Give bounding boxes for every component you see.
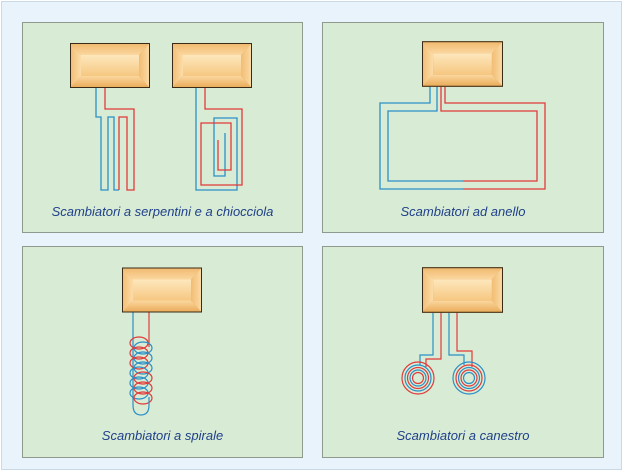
basket-pipe-2 xyxy=(425,307,442,367)
basket-diagram xyxy=(401,267,503,395)
serpentine-exchanger xyxy=(95,83,135,191)
ring-inner-blue xyxy=(387,83,463,182)
caption-serpentini: Scambiatori a serpentini e a chiocciola xyxy=(51,204,274,219)
basket-heat-source-box xyxy=(422,267,503,313)
caption-canestro: Scambiatori a canestro xyxy=(396,428,530,443)
spiral-coils xyxy=(129,336,153,405)
ring-diagram xyxy=(379,41,546,190)
serpentine-heat-source-box xyxy=(70,43,150,88)
panel-spirale: Scambiatori a spirale xyxy=(22,246,303,458)
basket-right-coil xyxy=(452,361,486,395)
panel-serpentini-chiocciola: Scambiatori a serpentini e a chiocciola xyxy=(22,22,303,233)
snail-flow-pipe xyxy=(200,83,243,186)
panel-canestro: Scambiatori a canestro xyxy=(322,246,604,458)
caption-spirale: Scambiatori a spirale xyxy=(101,428,224,443)
ring-inner-red xyxy=(440,83,538,182)
serpentine-spiral-diagram xyxy=(70,43,252,191)
spiral-bottom-loop xyxy=(132,397,150,416)
spiral-coil-loop xyxy=(133,391,153,405)
basket-pipe-3 xyxy=(448,307,465,365)
ring-outer-blue xyxy=(379,83,463,190)
snail-return-pipe xyxy=(195,83,238,191)
ring-heat-source-box xyxy=(422,41,503,87)
caption-anello: Scambiatori ad anello xyxy=(400,204,526,219)
spiral-diagram xyxy=(122,267,202,416)
spiral-exchanger xyxy=(129,307,153,416)
serpentine-return-pipe xyxy=(95,83,119,191)
basket-left-coil xyxy=(401,361,435,395)
ring-exchanger xyxy=(379,83,546,190)
panel-anello: Scambiatori ad anello xyxy=(322,22,604,233)
snail-heat-source-box xyxy=(172,43,252,88)
serpentine-flow-pipe xyxy=(104,83,135,191)
basket-pipe-1 xyxy=(419,307,434,365)
spiral-heat-source-box xyxy=(122,267,202,313)
ring-outer-red xyxy=(444,83,546,190)
basket-exchanger xyxy=(401,307,486,395)
basket-pipe-4 xyxy=(456,307,473,367)
snail-exchanger xyxy=(195,83,243,191)
